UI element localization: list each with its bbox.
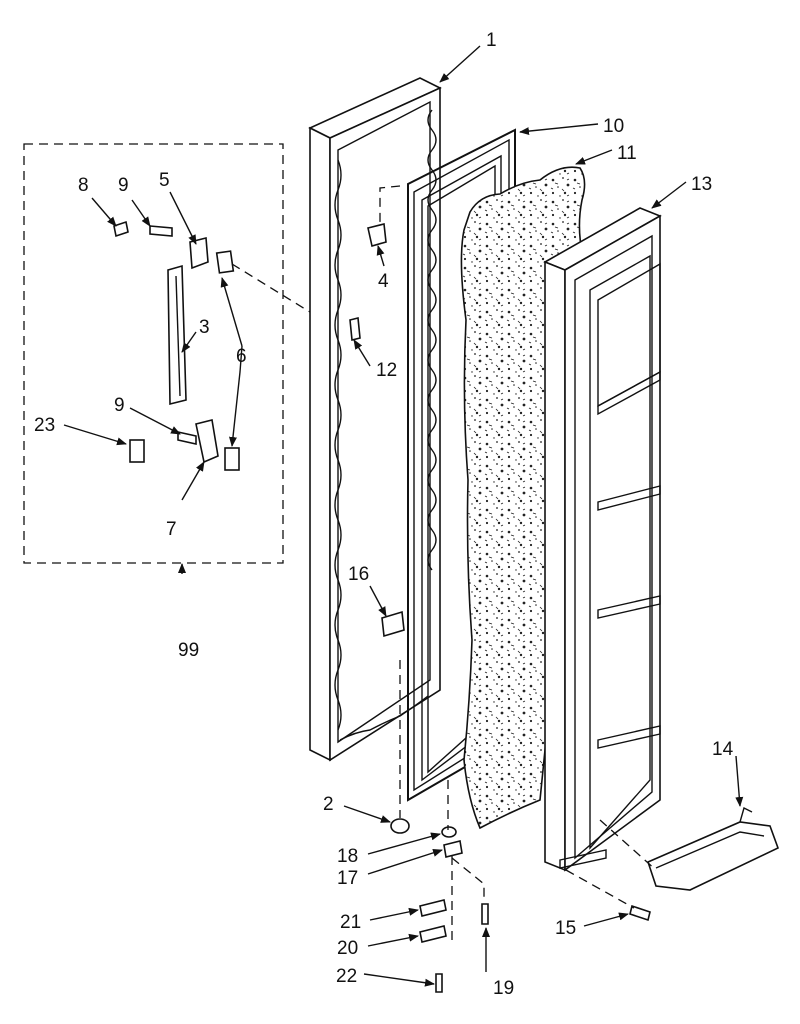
label-17: 17 [337, 868, 358, 889]
label-22: 22 [336, 966, 357, 987]
label-9-lower: 9 [114, 395, 125, 416]
part-23-plate [129, 439, 145, 463]
label-10: 10 [603, 116, 624, 137]
kit-boundary-box [23, 143, 284, 564]
leader-lines [63, 45, 744, 987]
label-12: 12 [376, 360, 397, 381]
inner-door-liner [543, 207, 662, 872]
label-20: 20 [337, 938, 358, 959]
part-3-bar [167, 264, 187, 406]
label-6: 6 [236, 346, 247, 367]
label-3: 3 [199, 317, 210, 338]
label-18: 18 [337, 846, 358, 867]
part-6-plate-upper [215, 250, 235, 274]
outer-door-panel [308, 77, 442, 762]
part-19-screw [481, 903, 489, 925]
assembly-lines [231, 185, 657, 940]
label-1: 1 [486, 30, 497, 51]
label-2: 2 [323, 794, 334, 815]
part-4-plug [367, 223, 387, 248]
label-23: 23 [34, 415, 55, 436]
label-7: 7 [166, 519, 177, 540]
part-7-hinge [195, 419, 219, 464]
label-15: 15 [555, 918, 576, 939]
part-12-clip [349, 316, 361, 342]
label-13: 13 [691, 174, 712, 195]
part-6-plate-lower [224, 447, 240, 471]
part-2-plug [390, 818, 410, 834]
part-16-bracket [381, 610, 405, 638]
part-8-plate [113, 220, 129, 238]
label-19: 19 [493, 978, 514, 999]
hardware-parts [349, 223, 651, 993]
label-9-upper: 9 [118, 175, 129, 196]
label-16: 16 [348, 564, 369, 585]
part-15-screw [629, 904, 651, 922]
label-11: 11 [617, 143, 637, 164]
part-18-washer [441, 826, 457, 838]
part-22-screw [435, 973, 443, 993]
part-5-hinge [189, 236, 209, 270]
label-14: 14 [712, 739, 734, 760]
part-labels: 1 10 11 13 8 9 5 4 3 6 12 9 23 7 16 99 1… [34, 30, 734, 999]
door-bin [647, 806, 780, 891]
kit-parts [113, 220, 240, 471]
part-9-screw-upper [149, 225, 173, 237]
label-99: 99 [178, 640, 199, 661]
label-21: 21 [340, 912, 361, 933]
part-9-screw-lower [177, 431, 197, 445]
part-20-plate [419, 925, 447, 943]
part-17-bracket [443, 840, 463, 858]
label-8: 8 [78, 175, 89, 196]
label-4: 4 [378, 271, 389, 292]
label-5: 5 [159, 170, 170, 191]
part-21-plate [419, 899, 447, 917]
